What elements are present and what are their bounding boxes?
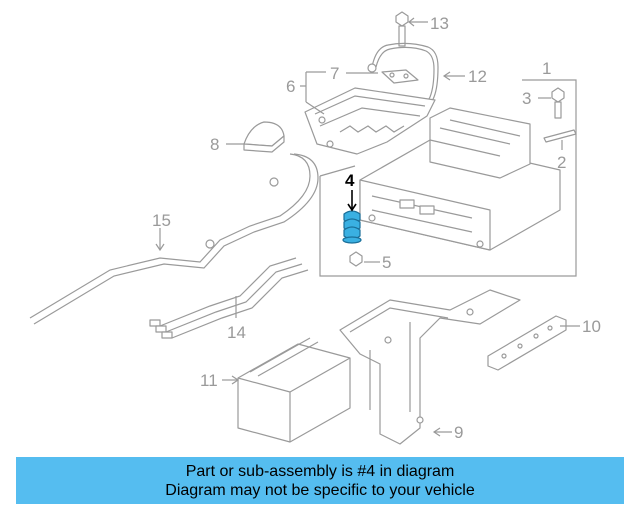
callout-10[interactable]: 10 [582, 317, 601, 336]
callout-11[interactable]: 11 [200, 371, 218, 390]
parts-diagram: 13 12 7 6 8 [29, 11, 601, 445]
callout-5[interactable]: 5 [382, 253, 391, 272]
part-2-clip[interactable] [543, 129, 577, 150]
assembly-frame [319, 79, 577, 277]
part-10-plate[interactable] [487, 315, 580, 371]
part-3-bolt[interactable] [538, 87, 565, 119]
callout-3[interactable]: 3 [522, 89, 531, 108]
callout-6[interactable]: 6 [286, 77, 295, 96]
part-6-cover[interactable] [304, 87, 436, 155]
info-banner: Part or sub-assembly is #4 in diagram Di… [16, 457, 624, 504]
callout-7[interactable]: 7 [330, 64, 339, 83]
part-8-bracket[interactable] [226, 121, 285, 153]
banner-line-1: Part or sub-assembly is #4 in diagram [185, 462, 455, 480]
callout-4[interactable]: 4 [345, 171, 355, 190]
part-4-spring[interactable] [342, 190, 362, 244]
callout-1[interactable]: 1 [542, 59, 551, 78]
part-5-bolt[interactable] [349, 251, 380, 267]
callout-8[interactable]: 8 [210, 135, 219, 154]
callout-13[interactable]: 13 [430, 14, 449, 33]
part-14-harness[interactable] [149, 257, 309, 339]
banner-line-2: Diagram may not be specific to your vehi… [165, 481, 475, 499]
part-9-bracket[interactable] [339, 289, 521, 445]
part-7-plate[interactable] [381, 69, 419, 84]
part-13-bolt[interactable] [395, 11, 428, 47]
part-11-cover[interactable] [222, 337, 351, 443]
callout-9[interactable]: 9 [454, 423, 463, 442]
callout-15[interactable]: 15 [152, 211, 171, 230]
callout-2[interactable]: 2 [557, 153, 566, 172]
callout-14[interactable]: 14 [227, 323, 246, 342]
callout-12[interactable]: 12 [468, 67, 487, 86]
part-15-cable[interactable] [29, 153, 319, 325]
